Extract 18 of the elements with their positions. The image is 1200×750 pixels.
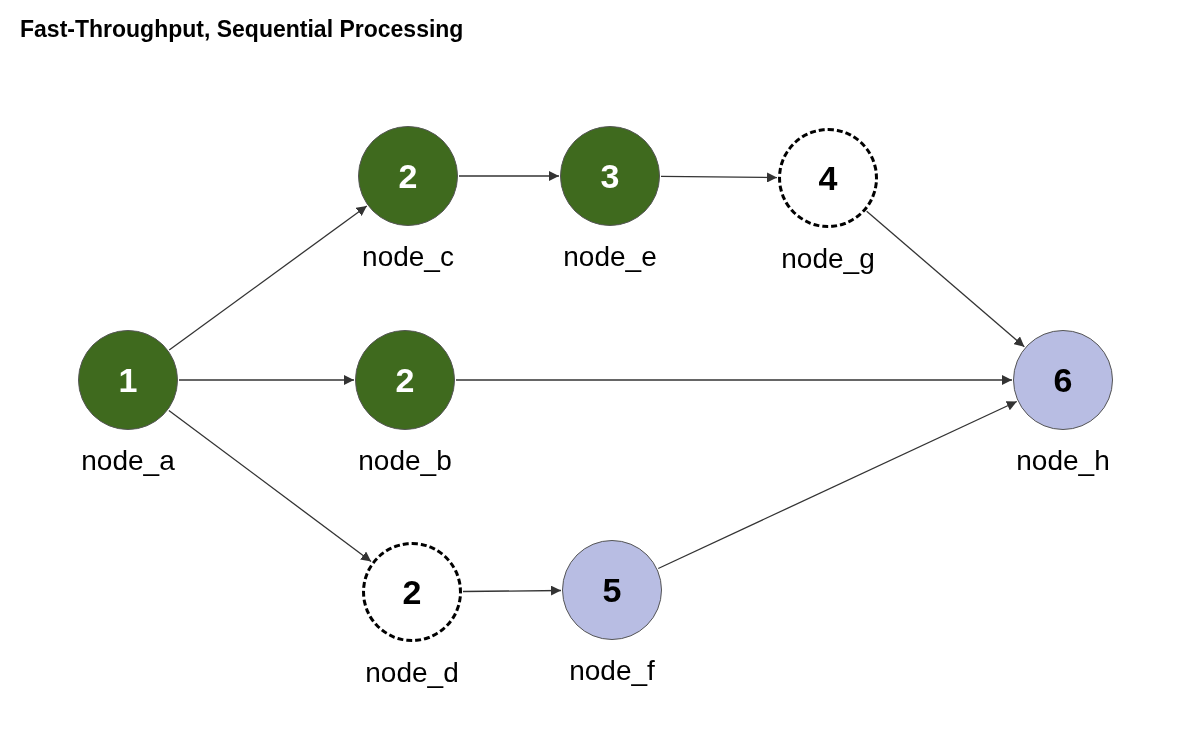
node-label: node_f <box>568 657 656 685</box>
arrow <box>458 171 560 181</box>
node-label: node_b <box>357 447 453 475</box>
arrow <box>168 205 368 351</box>
node-label: node_h <box>1015 447 1111 475</box>
node-label: node_a <box>80 447 176 475</box>
node-label: node_g <box>780 245 876 273</box>
arrow <box>660 172 778 183</box>
node-label: node_c <box>361 243 455 271</box>
arrow <box>657 400 1018 570</box>
arrow <box>178 375 355 385</box>
node-label: node_e <box>562 243 658 271</box>
node-label: node_d <box>364 659 460 687</box>
arrow <box>168 409 372 563</box>
arrow <box>462 585 562 596</box>
arrow <box>455 375 1013 385</box>
diagram-title: Fast-Throughput, Sequential Processing <box>20 15 464 44</box>
arrow <box>866 210 1025 348</box>
